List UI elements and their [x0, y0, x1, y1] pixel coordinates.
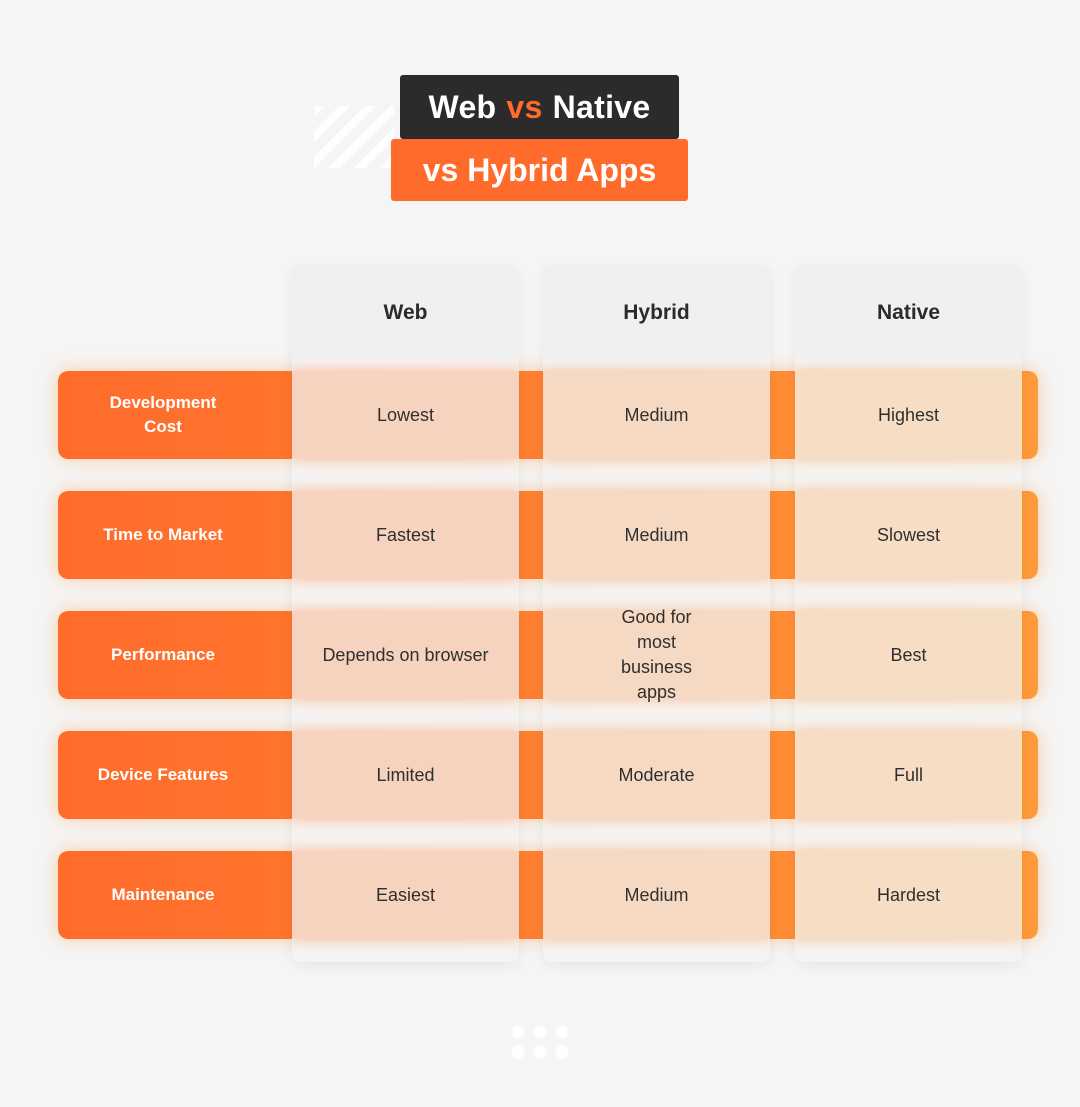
cell-device-features-native: Full [795, 731, 1022, 819]
title-native: Native [552, 88, 651, 125]
cell-maintenance-web: Easiest [292, 851, 519, 939]
cell-development-cost-native: Highest [795, 371, 1022, 459]
title-banner-top: Web vs Native [400, 75, 679, 139]
cell-device-features-web: Limited [292, 731, 519, 819]
dot-icon [556, 1026, 568, 1038]
dot-icon [512, 1046, 524, 1058]
row-label-maintenance: Maintenance [111, 885, 215, 904]
title-banner-bottom: vs Hybrid Apps [391, 139, 688, 201]
row-label-time-to-market: Time to Market [103, 525, 223, 544]
dot-icon [512, 1026, 524, 1038]
column-header-web: Web [292, 265, 519, 360]
cell-maintenance-native: Hardest [795, 851, 1022, 939]
dot-icon [534, 1026, 546, 1038]
row-label-performance: Performance [111, 645, 215, 664]
cell-performance-hybrid: Good for most business apps [543, 607, 770, 702]
cell-time-to-market-hybrid: Medium [543, 491, 770, 579]
decorative-dots [512, 1026, 568, 1058]
dot-icon [534, 1046, 546, 1058]
column-header-hybrid: Hybrid [543, 265, 770, 360]
row-label-device-features: Device Features [97, 765, 229, 784]
cell-time-to-market-web: Fastest [292, 491, 519, 579]
cell-time-to-market-native: Slowest [795, 491, 1022, 579]
cell-development-cost-hybrid: Medium [543, 371, 770, 459]
cell-device-features-hybrid: Moderate [543, 731, 770, 819]
dot-icon [556, 1046, 568, 1058]
cell-performance-native: Best [795, 611, 1022, 699]
column-header-native: Native [795, 265, 1022, 360]
title-hybrid: vs Hybrid Apps [422, 151, 657, 188]
title-vs-accent: vs [506, 88, 543, 125]
cell-development-cost-web: Lowest [292, 371, 519, 459]
row-label-development-cost: Development Cost [109, 393, 217, 436]
decorative-stripes [314, 106, 394, 168]
cell-performance-web: Depends on browser [292, 611, 519, 699]
cell-maintenance-hybrid: Medium [543, 851, 770, 939]
title-web: Web [428, 88, 497, 125]
